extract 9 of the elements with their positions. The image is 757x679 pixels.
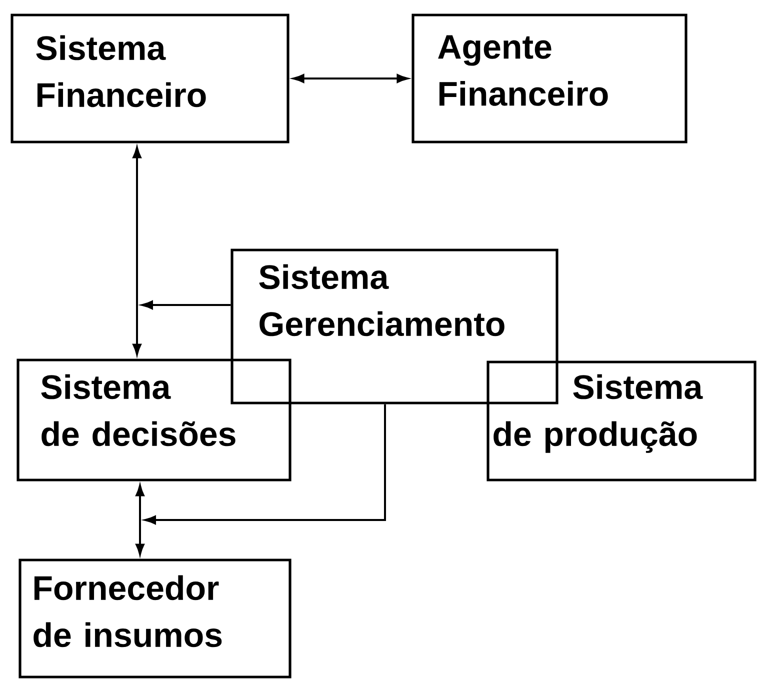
arrow bbox=[136, 484, 144, 556]
process-box: Agente Financeiro bbox=[412, 14, 688, 144]
process-box: Sistema Financeiro bbox=[10, 14, 290, 144]
arrow bbox=[292, 74, 408, 83]
arrow bbox=[132, 146, 142, 356]
process-box: Fornecedor de insumos bbox=[18, 558, 292, 678]
process-box: Sistema de produção bbox=[486, 360, 756, 482]
process-box: Sistema de decisões bbox=[16, 358, 292, 482]
process-box: Sistema Gerenciamento bbox=[230, 248, 558, 404]
